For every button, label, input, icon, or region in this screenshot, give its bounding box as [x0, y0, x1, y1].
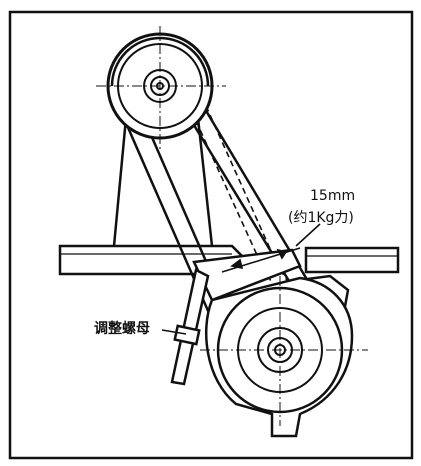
- belt-upper-wrap: [110, 36, 210, 87]
- deflection-label: 15mm: [310, 188, 355, 204]
- diagram-border: [8, 10, 414, 460]
- table-top: [58, 244, 400, 276]
- center-lines: [96, 26, 368, 426]
- adjust-nut-label: 调整螺母: [94, 320, 150, 337]
- adjust-rod: [170, 268, 210, 386]
- force-note-label: (约1Kg力): [288, 210, 354, 226]
- deflection-marker: [221, 223, 321, 273]
- adjust-nut-leader: [161, 329, 187, 335]
- pulley-stand: [112, 117, 214, 247]
